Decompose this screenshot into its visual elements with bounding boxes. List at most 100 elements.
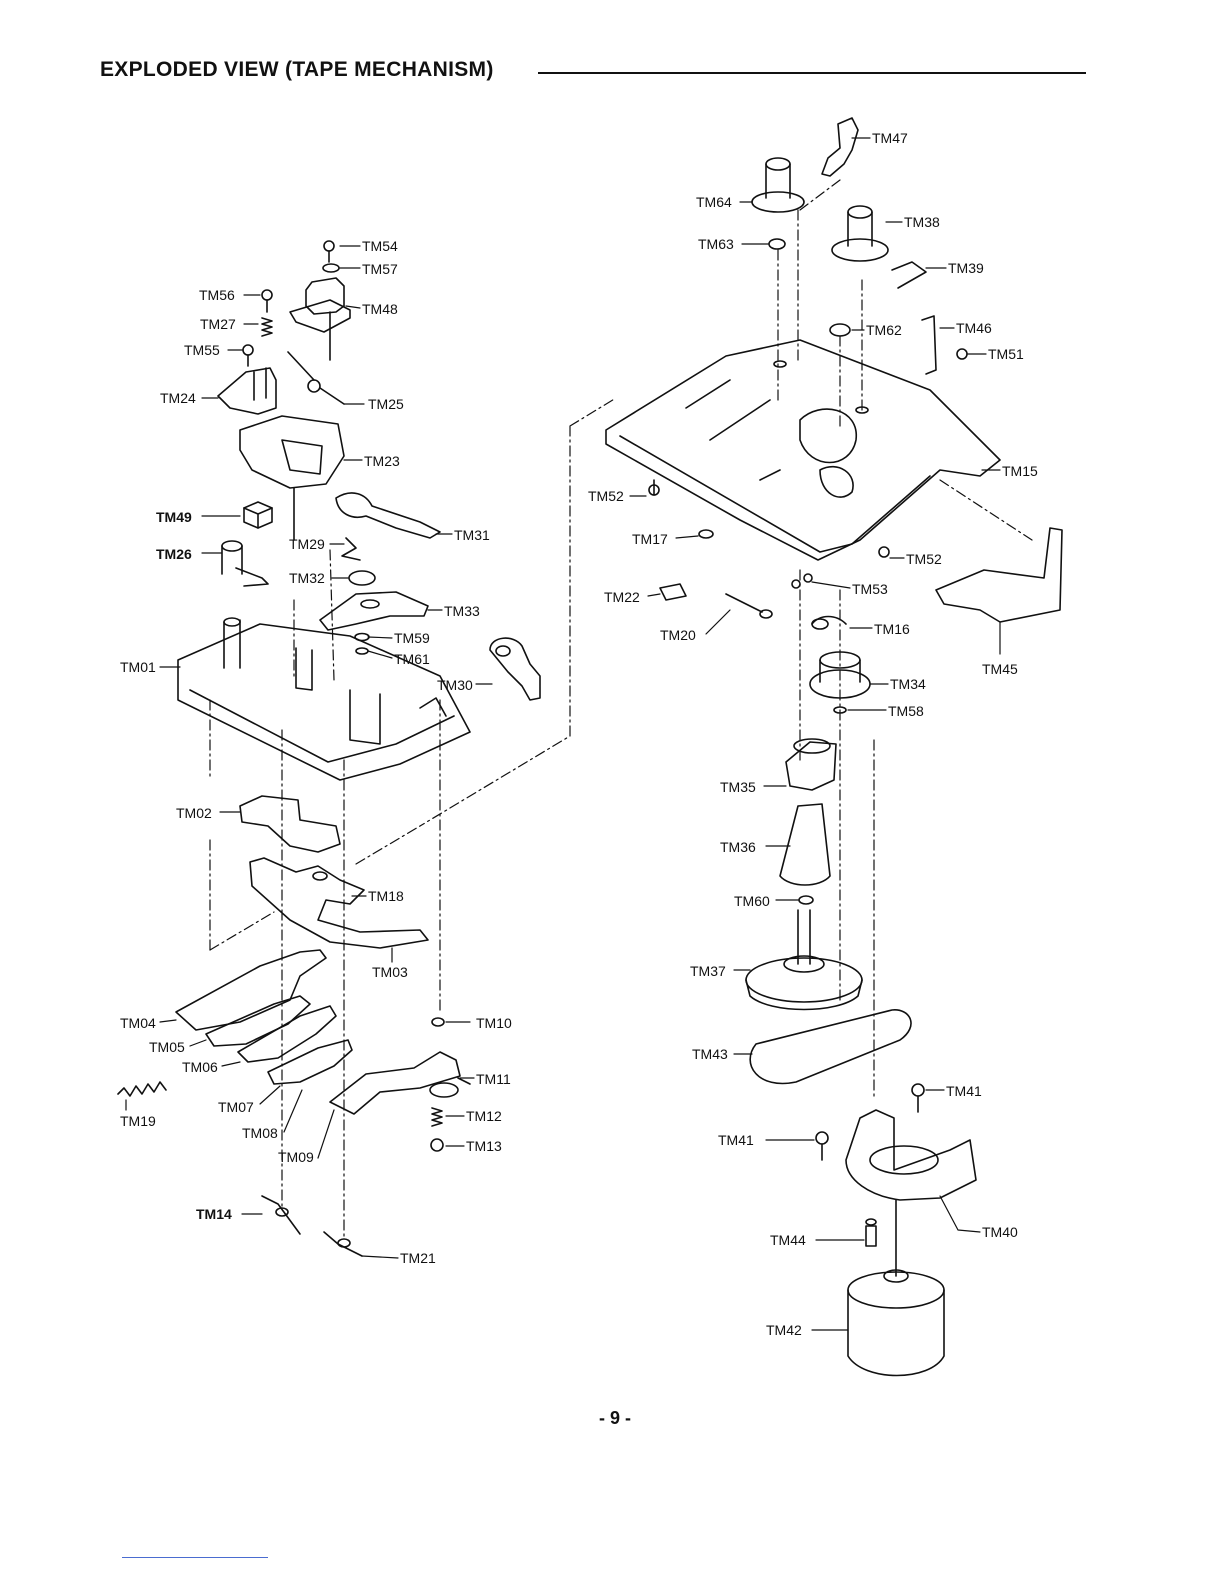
part-tm35-clutch [785,738,837,791]
label-tm52-b: TM52 [906,551,942,567]
part-tm62-washer [829,323,851,337]
label-tm30: TM30 [437,677,473,693]
label-tm42: TM42 [766,1322,802,1338]
part-tm46-spring [921,315,937,375]
part-tm32-gear [348,570,376,586]
part-tm38-reel [831,205,889,262]
label-tm57: TM57 [362,261,398,277]
part-tm24-bracket [217,367,277,415]
part-tm57-washer [322,263,340,273]
part-tm12-spring [431,1107,443,1127]
part-tm51-screw [956,348,968,360]
part-tm52-screw [648,479,890,558]
label-tm07: TM07 [218,1099,254,1115]
part-tm26-post [221,540,269,587]
label-tm44: TM44 [770,1232,806,1248]
label-tm49: TM49 [156,509,192,525]
label-tm08: TM08 [242,1125,278,1141]
part-tm64-reel [751,157,805,213]
label-tm14: TM14 [196,1206,232,1222]
part-tm56-screw [261,289,273,313]
page-number: - 9 - [598,1408,631,1428]
label-tm19: TM19 [120,1113,156,1129]
label-tm53: TM53 [852,581,888,597]
part-tm41-screw [815,1083,925,1161]
label-tm40: TM40 [982,1224,1018,1240]
label-tm17: TM17 [632,531,668,547]
part-tm09-slider [329,1051,461,1115]
part-tm13-screw [430,1138,444,1152]
label-tm27: TM27 [200,316,236,332]
label-tm03: TM03 [372,964,408,980]
label-tm25: TM25 [368,396,404,412]
label-tm46: TM46 [956,320,992,336]
label-tm15: TM15 [1002,463,1038,479]
title-rule [538,72,1086,74]
label-tm56: TM56 [199,287,235,303]
label-tm11: TM11 [476,1071,511,1087]
part-tm11-pulley [429,1077,471,1098]
label-tm02: TM02 [176,805,212,821]
label-tm12: TM12 [466,1108,502,1124]
label-tm61: TM61 [394,651,430,667]
label-tm41-b: TM41 [718,1132,754,1148]
part-tm22-switch [659,583,687,601]
part-tm02-lever [239,795,341,853]
label-tm43: TM43 [692,1046,728,1062]
part-tm19-spring [117,1081,167,1097]
part-tm44-screw [865,1218,877,1247]
label-tm05: TM05 [149,1039,185,1055]
label-tm55: TM55 [184,342,220,358]
label-tm54: TM54 [362,238,398,254]
label-tm09: TM09 [278,1149,314,1165]
part-tm15-deck [605,339,1001,561]
label-tm24: TM24 [160,390,196,406]
label-tm04: TM04 [120,1015,156,1031]
part-tm42-motor [847,1199,945,1377]
part-tm40-bracket [845,1109,977,1201]
part-tm03-plate [249,857,429,949]
label-tm22: TM22 [604,589,640,605]
label-tm23: TM23 [364,453,400,469]
label-tm10: TM10 [476,1015,512,1031]
part-tm01-chassis [177,617,471,781]
part-tm53-screws [791,573,813,589]
label-tm38: TM38 [904,214,940,230]
part-tm17-roller [698,529,714,539]
label-tm31: TM31 [454,527,490,543]
part-tm06-slider [237,1005,337,1063]
part-tm49-block [243,501,273,529]
part-tm04-slider [175,949,327,1031]
part-tm45-bracket [935,527,1063,623]
label-tm01: TM01 [120,659,156,675]
label-tm60: TM60 [734,893,770,909]
label-tm51: TM51 [988,346,1024,362]
label-tm33: TM33 [444,603,480,619]
label-tm59: TM59 [394,630,430,646]
label-tm45: TM45 [982,661,1018,677]
part-tm29-spring [341,537,361,561]
part-tm05-slider [205,995,311,1047]
part-tm14-spring [261,1195,301,1235]
label-tm64: TM64 [696,194,732,210]
part-tm23-plate [239,415,345,541]
part-tm07-slider [267,1039,353,1085]
part-tm25-spring [287,351,345,405]
page-title: EXPLODED VIEW (TAPE MECHANISM) [100,58,494,81]
bottom-rule [122,1557,268,1558]
label-tm20: TM20 [660,627,696,643]
part-tm20-roller [725,593,773,619]
label-tm32: TM32 [289,570,325,586]
part-tm61-washer [355,647,369,655]
part-tm63-washer [768,238,786,250]
label-tm52: TM52 [588,488,624,504]
label-tm34: TM34 [890,676,926,692]
part-tm27-spring [261,317,273,337]
label-tm48: TM48 [362,301,398,317]
label-tm35: TM35 [720,779,756,795]
part-tm58-washer [833,706,847,714]
part-tm10-screw [431,1017,445,1027]
part-tm21-spring [323,1231,363,1257]
part-tm36-cone [779,803,831,886]
